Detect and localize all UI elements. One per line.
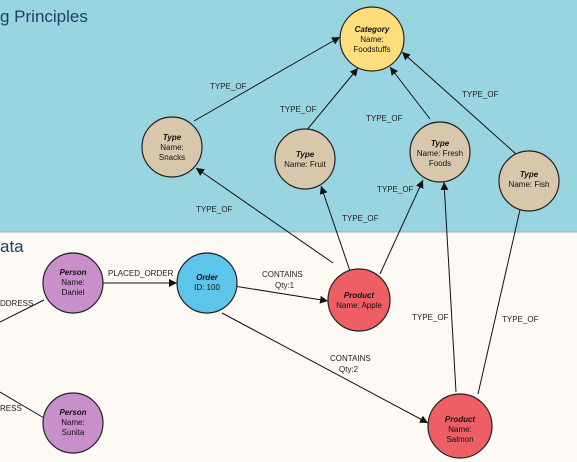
node-property: Daniel [62, 288, 85, 297]
node-type-fish[interactable]: Type Name: Fish [498, 150, 560, 212]
node-property: Foods [429, 159, 451, 168]
edge-label-apple-snacks: TYPE_OF [196, 205, 233, 214]
node-property: Name: [448, 425, 472, 434]
edge-label-order-apple-2: Qty:1 [275, 281, 295, 290]
edge-fresh-category[interactable] [389, 66, 431, 120]
node-property: Name: Fish [509, 180, 550, 189]
edge-label-apple-fresh: TYPE_OF [377, 185, 414, 194]
edge-daniel-address[interactable] [0, 299, 45, 323]
node-label: Type [163, 133, 182, 142]
edge-apple-fresh[interactable] [379, 179, 424, 275]
edge-fruit-category[interactable] [305, 67, 359, 132]
node-property: Foodstuffs [353, 45, 390, 54]
edge-sunita-address[interactable] [0, 391, 45, 419]
edge-salmon-fresh[interactable] [440, 181, 457, 393]
node-property: Snacks [159, 153, 185, 162]
edge-label-fruit-category: TYPE_OF [280, 105, 317, 114]
node-label: Product [445, 415, 476, 424]
node-property: Salmon [446, 435, 473, 444]
edge-label-salmon-fresh: TYPE_OF [412, 313, 449, 322]
edge-label-sunita-address: RESS [0, 404, 22, 413]
edge-apple-fruit[interactable] [319, 185, 351, 272]
node-label: Category [355, 25, 390, 34]
node-property: Name: [61, 418, 85, 427]
node-property: Name: Apple [336, 301, 382, 310]
node-label: Person [59, 268, 86, 277]
node-property: Sunita [62, 428, 85, 437]
edge-apple-snacks[interactable] [195, 167, 334, 264]
node-label: Person [59, 408, 86, 417]
node-category-foodstuffs[interactable]: Category Name: Foodstuffs [339, 6, 405, 72]
edge-label-fresh-category: TYPE_OF [366, 114, 403, 123]
node-type-fresh-foods[interactable]: Type Name: Fresh Foods [409, 121, 471, 183]
node-type-fruit[interactable]: Type Name: Fruit [274, 128, 336, 190]
node-property: ID: 100 [194, 283, 220, 292]
node-person-daniel[interactable]: Person Name: Daniel [42, 252, 104, 314]
edge-label-snacks-category: TYPE_OF [210, 82, 247, 91]
edge-label-order-apple-1: CONTAINS [262, 270, 303, 279]
node-property: Name: [360, 35, 384, 44]
node-label: Type [520, 170, 539, 179]
edge-order-salmon[interactable] [221, 312, 429, 424]
edge-label-fish-category: TYPE_OF [462, 90, 499, 99]
edge-snacks-category[interactable] [193, 36, 341, 122]
edge-salmon-fish[interactable] [477, 200, 525, 395]
node-label: Type [431, 139, 450, 148]
node-property: Name: Fresh [417, 149, 463, 158]
node-property: Name: [61, 278, 85, 287]
node-product-salmon[interactable]: Product Name: Salmon [427, 393, 493, 459]
principles-section-title: g Principles [0, 7, 88, 26]
edges: TYPE_OF TYPE_OF TYPE_OF TYPE_OF TYPE_OF … [0, 36, 539, 424]
edge-label-daniel-order: PLACED_ORDER [108, 269, 174, 278]
node-label: Product [344, 291, 375, 300]
node-label: Order [196, 273, 219, 282]
edge-label-apple-fruit: TYPE_OF [342, 214, 379, 223]
node-property: Name: Fruit [284, 160, 327, 169]
node-label: Type [296, 150, 315, 159]
edge-order-apple[interactable] [233, 285, 329, 304]
node-product-apple[interactable]: Product Name: Apple [327, 268, 391, 332]
data-section-title: ata [0, 237, 24, 256]
edge-label-salmon-fish: TYPE_OF [502, 315, 539, 324]
node-order-100[interactable]: Order ID: 100 [176, 252, 238, 314]
principles-band [0, 0, 577, 232]
node-property: Name: [160, 143, 184, 152]
edge-label-order-salmon-1: CONTAINS [330, 354, 371, 363]
edge-label-daniel-address: DDRESS [0, 299, 33, 308]
node-type-snacks[interactable]: Type Name: Snacks [141, 116, 203, 178]
edge-label-order-salmon-2: Qty:2 [339, 365, 359, 374]
node-person-sunita[interactable]: Person Name: Sunita [42, 392, 104, 454]
edge-fish-category[interactable] [401, 51, 517, 155]
